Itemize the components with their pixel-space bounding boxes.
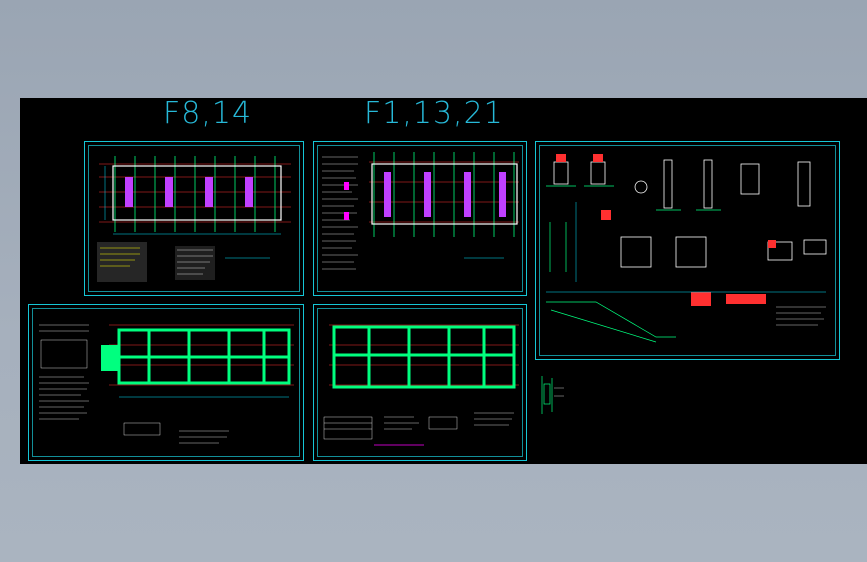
sheet-details-right[interactable]: [535, 141, 840, 360]
sheet-group-label-left: F8,14: [163, 96, 253, 131]
sheet-plan-bottom-left[interactable]: [28, 304, 304, 461]
floor-plan-drawing: [39, 324, 294, 444]
section-details-drawing: [546, 154, 827, 343]
sheet-plan-top-left[interactable]: [84, 141, 304, 296]
sheet-plan-top-middle[interactable]: [313, 141, 527, 296]
floor-plan-drawing: [323, 324, 519, 446]
floor-plan-drawing: [322, 152, 519, 270]
floor-plan-drawing: [97, 156, 291, 282]
sheet-group-label-right: F1,13,21: [364, 96, 504, 131]
small-detail-drawing: [541, 376, 564, 414]
sheet-plan-bottom-middle[interactable]: [313, 304, 527, 461]
